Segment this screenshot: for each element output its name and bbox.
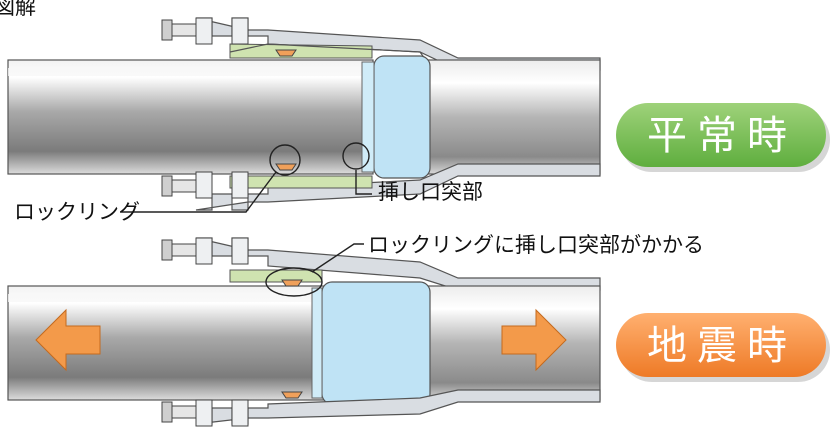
arrow-left-icon: [35, 308, 101, 372]
lock-ring-label: ロックリング: [14, 200, 140, 224]
lock-ring-callout-circle: [269, 144, 301, 176]
bolt-upper-eq: [161, 237, 249, 265]
lock-ring-upper-eq: [281, 279, 303, 287]
bolt-lower: [161, 171, 249, 199]
pipe-left: [7, 59, 374, 175]
state-label-normal: 平常時: [647, 113, 797, 159]
lock-ring-lower: [275, 163, 297, 171]
bolt-lower-eq: [161, 399, 249, 427]
gasket-eq: [321, 281, 431, 405]
state-badge-earthquake: 地震時: [616, 313, 830, 382]
joint-normal: [7, 17, 601, 213]
spigot-projection-label: 挿し口突部: [378, 180, 483, 204]
engaged-note-label: ロックリングに挿し口突部がかかる: [368, 233, 704, 257]
spigot-callout-circle: [342, 142, 370, 170]
pipe-right: [427, 59, 601, 175]
fitting-upper-eq: [195, 237, 601, 291]
gasket: [373, 55, 431, 179]
joint-earthquake: [7, 237, 601, 427]
bolt-upper: [161, 17, 249, 45]
state-badge-normal: 平常時: [616, 103, 830, 172]
state-label-earthquake: 地震時: [647, 323, 797, 369]
lock-ring-upper: [275, 49, 297, 57]
lock-ring-lower-eq: [281, 391, 303, 399]
fitting-lower-eq: [195, 389, 601, 425]
engaged-callout-ellipse: [265, 267, 323, 297]
header-fragment: 図解: [0, 0, 36, 19]
arrow-right-icon: [501, 308, 567, 372]
